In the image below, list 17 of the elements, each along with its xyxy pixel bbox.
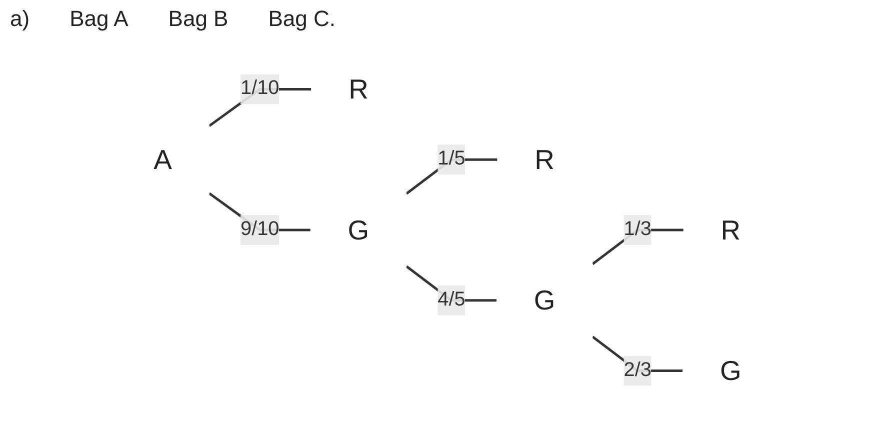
note-text: Bag B xyxy=(168,6,228,32)
node-text: G xyxy=(348,214,370,246)
edge-label: 1/10 xyxy=(240,78,280,100)
edge-label: 9/10 xyxy=(240,218,280,240)
edge-label: 2/3 xyxy=(624,360,652,381)
node-text: G xyxy=(534,284,556,316)
note-text: Bag C. xyxy=(268,6,336,32)
edge-label: 1/5 xyxy=(438,148,466,170)
node-text: G xyxy=(720,355,742,386)
edge-label: 4/5 xyxy=(438,289,466,310)
note-text: Bag A xyxy=(70,6,128,32)
node-text: R xyxy=(534,144,554,176)
note-text: a) xyxy=(10,6,30,32)
node-text: R xyxy=(348,74,368,105)
node-text: A xyxy=(154,144,172,176)
node-text: R xyxy=(720,214,741,246)
edge-label: 1/3 xyxy=(624,218,652,240)
